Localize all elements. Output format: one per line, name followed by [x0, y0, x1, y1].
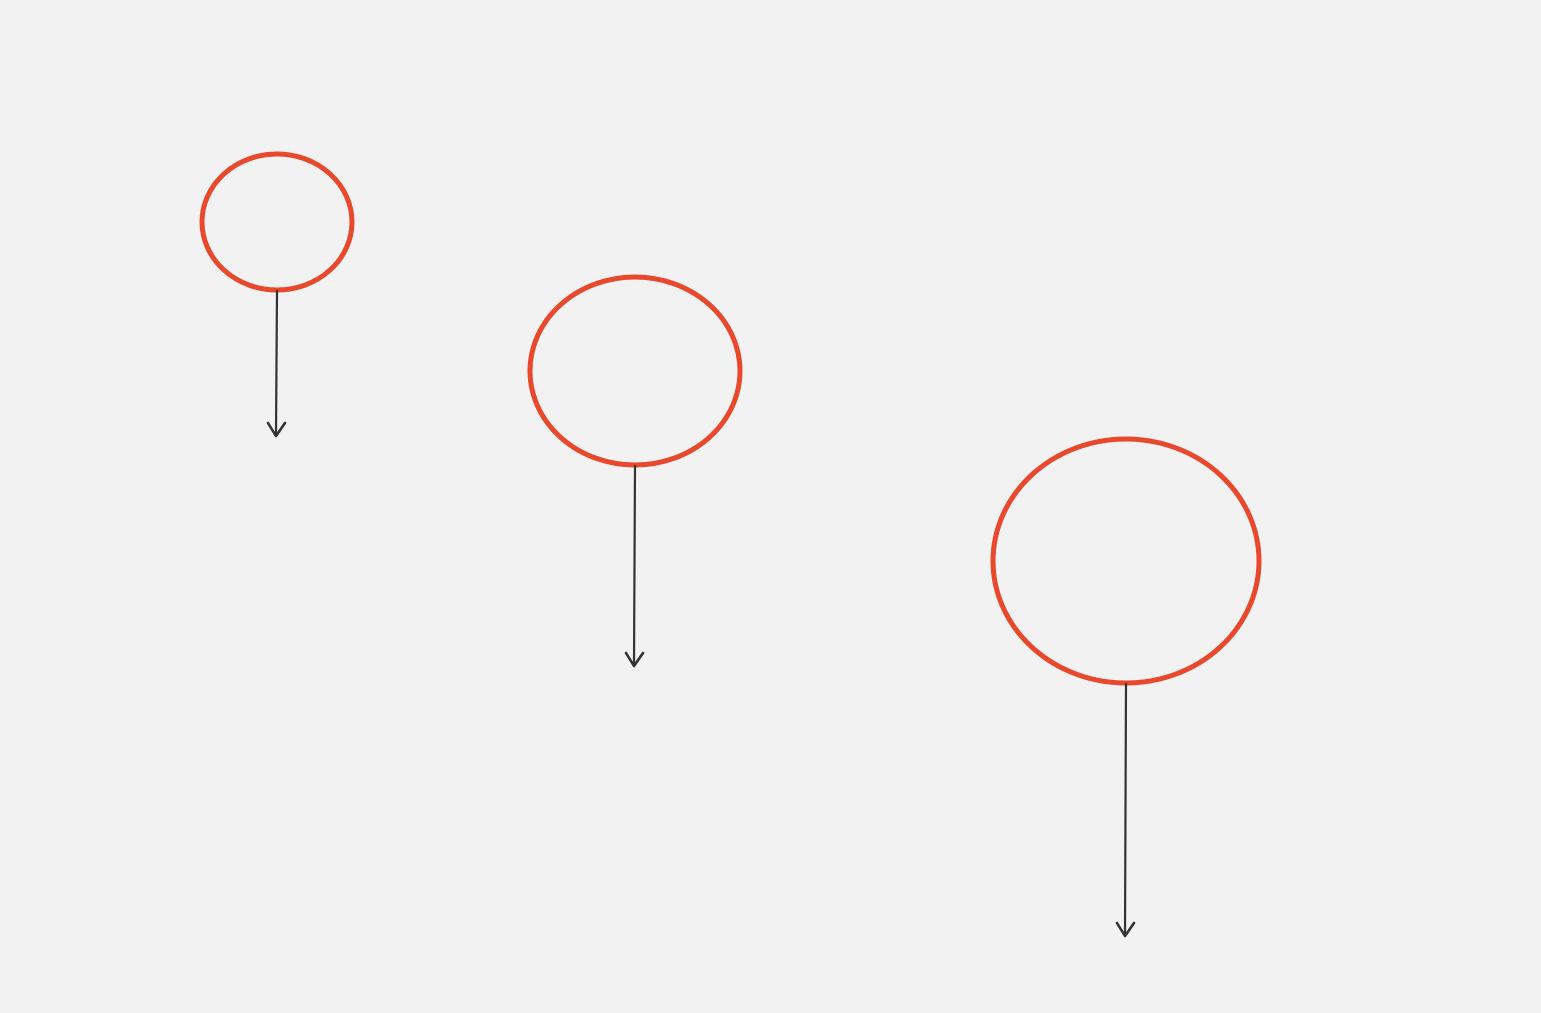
node-group-3 [990, 436, 1262, 938]
ellipse-node-1[interactable] [199, 151, 355, 293]
ellipse-node-2[interactable] [527, 274, 743, 468]
node-group-1 [199, 151, 355, 438]
arrow-3-shaft[interactable] [1123, 682, 1128, 937]
arrow-1-head [266, 421, 287, 438]
arrow-2-head [624, 651, 645, 668]
arrow-1-shaft[interactable] [274, 289, 279, 436]
ellipse-node-3[interactable] [990, 436, 1262, 686]
node-group-2 [527, 274, 743, 668]
arrow-3-head [1115, 921, 1136, 938]
arrow-2-shaft[interactable] [632, 464, 637, 666]
